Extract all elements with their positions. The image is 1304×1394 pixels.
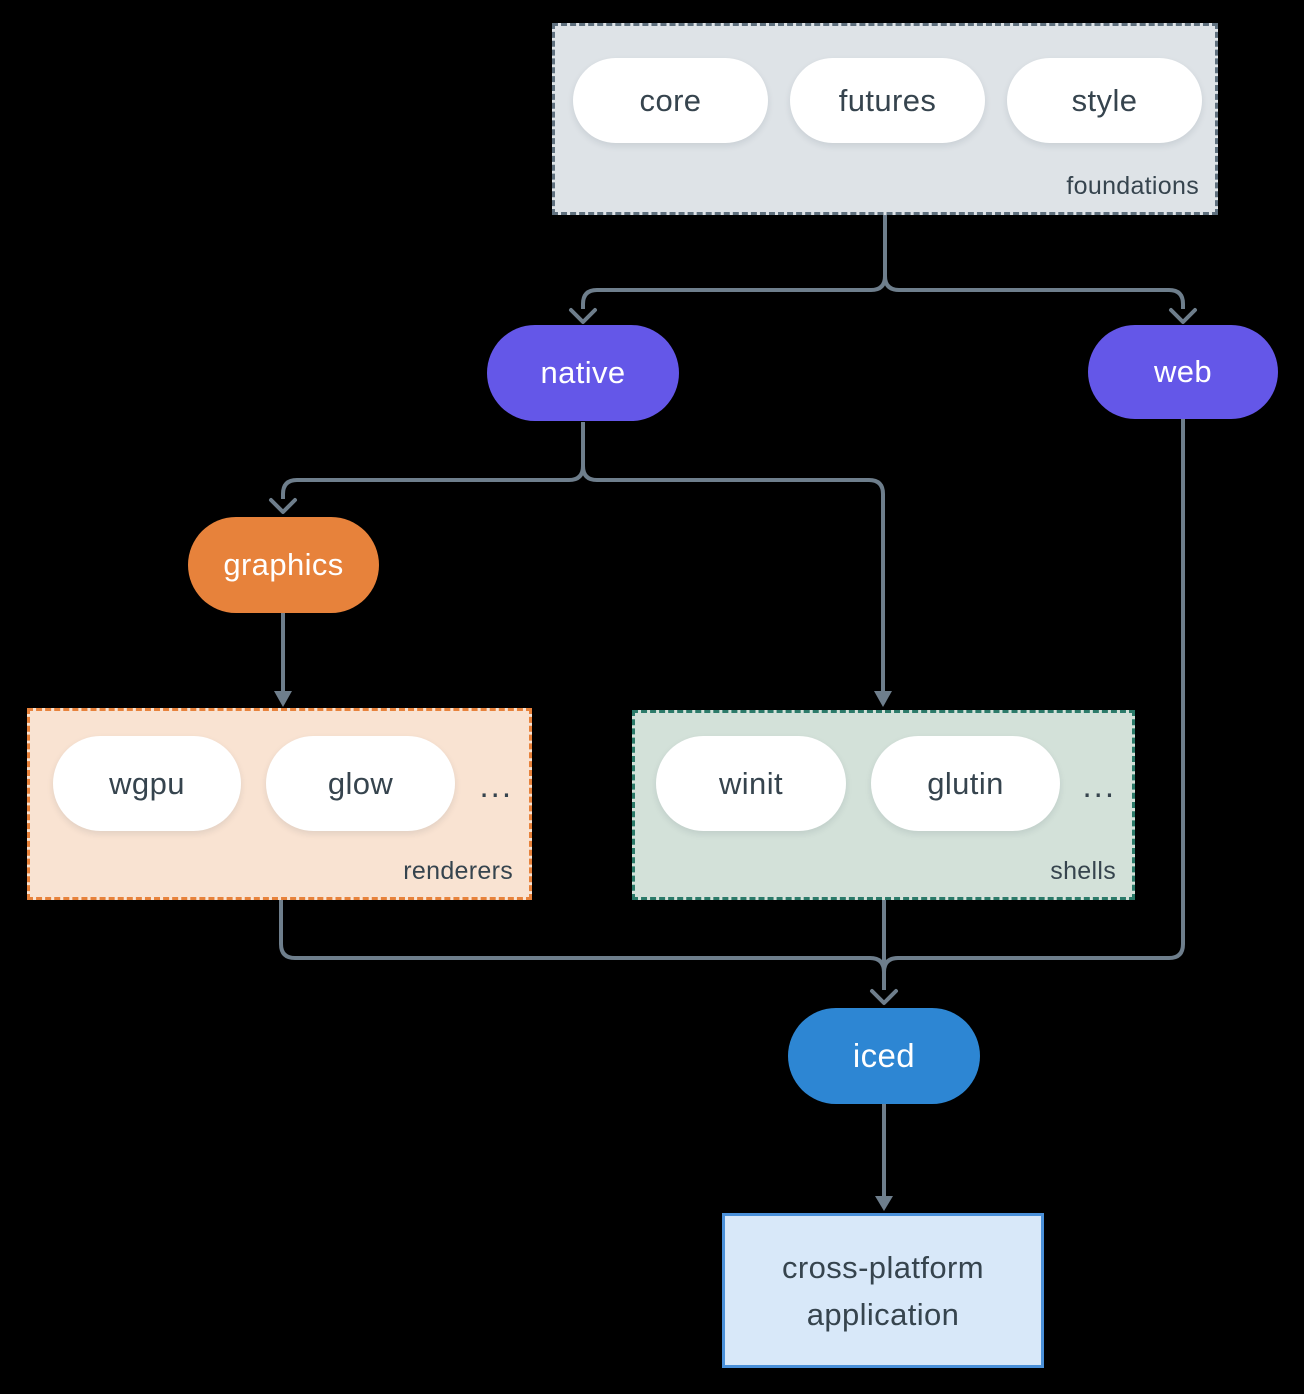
application-label-line-1: cross-platform (782, 1249, 984, 1285)
renderers-label: renderers (403, 857, 513, 885)
node-web: web (1088, 325, 1278, 419)
edge-native-to-shells (581, 422, 892, 707)
pill-core: core (573, 58, 768, 143)
node-native: native (487, 325, 679, 421)
renderers-ellipsis: ... (479, 767, 513, 804)
pill-glow: glow (266, 736, 455, 831)
application-box: cross-platform application (722, 1213, 1044, 1368)
pill-glutin: glutin (871, 736, 1060, 831)
application-label-line-2: application (806, 1296, 960, 1332)
edge-foundations-to-native (569, 215, 887, 324)
pill-futures: futures (790, 58, 985, 143)
pill-wgpu: wgpu (53, 736, 241, 831)
foundations-group: core futures style foundations (552, 23, 1218, 215)
edge-graphics-to-renderers (274, 613, 292, 707)
shells-ellipsis: ... (1082, 767, 1116, 804)
pill-style: style (1007, 58, 1202, 143)
renderers-group: wgpu glow ... renderers (27, 708, 532, 900)
edge-shells-to-iced (870, 900, 898, 1005)
shells-label: shells (1050, 857, 1116, 885)
edge-native-to-graphics (269, 422, 585, 514)
node-iced: iced (788, 1008, 980, 1104)
edge-iced-to-application (875, 1104, 893, 1211)
shells-group: winit glutin ... shells (632, 710, 1135, 900)
foundations-label: foundations (1066, 172, 1199, 200)
edge-renderers-to-iced (279, 900, 886, 973)
pill-winit: winit (656, 736, 846, 831)
edge-foundations-to-web (883, 215, 1197, 324)
node-graphics: graphics (188, 517, 379, 613)
